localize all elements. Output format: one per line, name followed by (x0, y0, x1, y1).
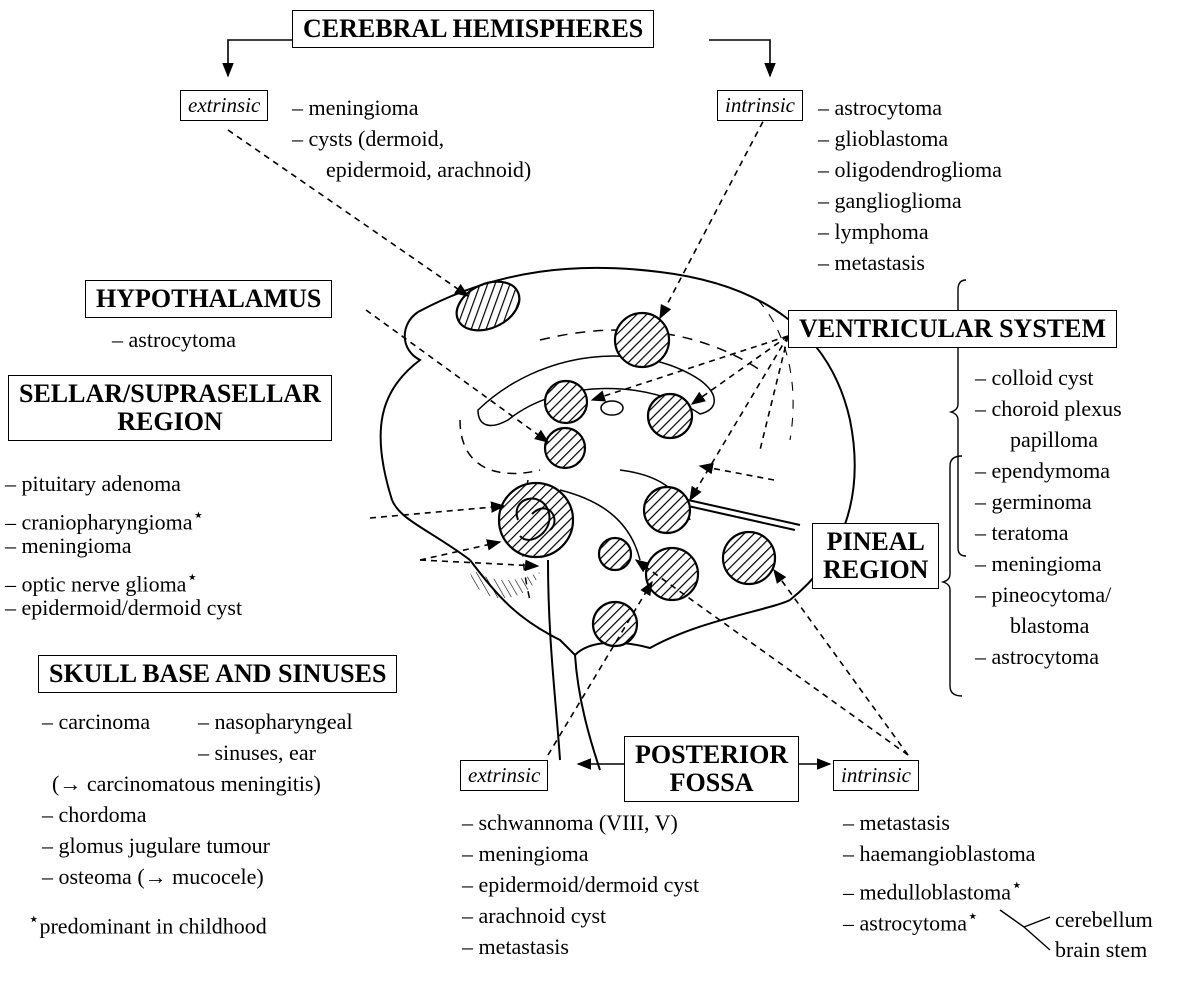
posterior-fossa-title: POSTERIOR FOSSA (624, 736, 800, 803)
list-item: cerebellum (1055, 907, 1153, 932)
sellar-suprasellar-title: SELLAR/SUPRASELLAR REGION (8, 375, 332, 442)
posterior-extrinsic-label: extrinsic (460, 760, 549, 791)
childhood-star-icon: ⋆ (186, 567, 198, 587)
tumour-site-pineal (642, 485, 692, 535)
cerebral-extrinsic-label: extrinsic (180, 90, 269, 121)
list-item: epidermoid, arachnoid) (326, 157, 532, 182)
list-item: brain stem (1055, 937, 1148, 962)
childhood-star-icon: ⋆ (967, 906, 979, 926)
cerebral-branch-connectors (222, 39, 776, 78)
list-item: – cysts (dermoid, (292, 126, 445, 151)
posterior-title-line2: FOSSA (669, 768, 754, 798)
posterior-intrinsic-label: intrinsic (833, 760, 920, 791)
list-item: – ganglioglioma (818, 188, 962, 213)
list-item: – epidermoid/dermoid cyst (5, 595, 243, 620)
pineal-brace (940, 455, 963, 697)
list-item: – carcinoma (42, 709, 151, 734)
pineal-title-line1: PINEAL (826, 527, 925, 556)
list-item: (→ carcinomatous meningitis) (52, 771, 321, 796)
cerebral-intrinsic-label: intrinsic (717, 90, 804, 121)
list-item: – arachnoid cyst (462, 903, 607, 928)
tumour-site-brainstem (591, 600, 639, 648)
list-item: – haemangioblastoma (843, 841, 1036, 866)
list-item: – glioblastoma (818, 126, 949, 151)
list-item: – germinoma (975, 489, 1092, 514)
list-item-text: – optic nerve glioma (5, 571, 187, 597)
tumour-site-fourth-ventricle (644, 546, 700, 602)
childhood-star-icon: ⋆ (192, 505, 205, 525)
pointer-connectors (227, 111, 909, 756)
sellar-title-line1: SELLAR/SUPRASELLAR (19, 379, 321, 408)
sellar-title-line2: REGION (117, 407, 223, 437)
list-item: – astrocytoma⋆ (843, 902, 979, 937)
list-item: – astrocytoma (818, 95, 943, 120)
tumour-site-intrinsic-cerebral (613, 311, 671, 369)
list-item: – nasopharyngeal (198, 709, 353, 734)
tumour-site-ventricle-lateral (646, 392, 694, 440)
tumour-site-extrinsic-cerebral (455, 280, 521, 332)
footnote-text: predominant in childhood (39, 913, 267, 939)
tumour-site-midbrain (597, 536, 633, 572)
list-item: – ependymoma (975, 458, 1111, 483)
list-item: – lymphoma (818, 219, 929, 244)
list-item: – teratoma (975, 520, 1069, 545)
list-item: – oligodendroglioma (818, 157, 1002, 182)
hypothalamus-item: – astrocytoma (112, 327, 237, 352)
list-item: – optic nerve glioma⋆ (5, 563, 198, 598)
posterior-title-line1: POSTERIOR (635, 740, 789, 769)
list-item: – meningioma (292, 95, 419, 120)
cerebral-hemispheres-title: CEREBRAL HEMISPHERES (292, 10, 655, 49)
tumour-site-sellar (497, 481, 575, 559)
list-item: – chordoma (42, 802, 147, 827)
list-item: – meningioma (5, 533, 132, 558)
pineal-region-title: PINEAL REGION (812, 523, 940, 590)
list-item: – epidermoid/dermoid cyst (462, 872, 700, 897)
list-item: – glomus jugulare tumour (42, 833, 270, 858)
list-item-text: – craniopharyngioma (5, 509, 193, 535)
hypothalamus-title: HYPOTHALAMUS (85, 280, 333, 319)
pineal-title-line2: REGION (823, 555, 929, 585)
tumour-site-hypothalamus (543, 426, 587, 470)
list-item: – colloid cyst (975, 365, 1094, 390)
list-item: papilloma (1010, 427, 1098, 452)
tumour-site-cerebellum (721, 530, 777, 586)
sellar-inner-structure (515, 497, 556, 541)
skull-base-shading (470, 568, 540, 599)
list-item: – meningioma (975, 551, 1102, 576)
list-item: – medulloblastoma⋆ (843, 871, 1023, 906)
childhood-star-icon: ⋆ (1011, 875, 1023, 895)
list-item: – schwannoma (VIII, V) (462, 810, 678, 835)
list-item: – metastasis (462, 934, 569, 959)
list-item-text: – astrocytoma (843, 910, 968, 936)
list-item: – craniopharyngioma⋆ (5, 501, 204, 536)
list-item: – astrocytoma (975, 644, 1100, 669)
list-item: – choroid plexus (975, 396, 1122, 421)
list-item: – pineocytoma/ (975, 582, 1112, 607)
list-item: – osteoma (→ mucocele) (42, 864, 264, 889)
list-item-text: – medulloblastoma (843, 879, 1012, 905)
ventricular-system-title: VENTRICULAR SYSTEM (788, 310, 1117, 349)
footnote: ⋆predominant in childhood (28, 905, 267, 940)
list-item: – sinuses, ear (198, 740, 316, 765)
list-item: – metastasis (843, 810, 950, 835)
list-item: blastoma (1010, 613, 1090, 638)
skull-base-title: SKULL BASE AND SINUSES (38, 655, 398, 694)
tumour-sites (455, 280, 777, 648)
childhood-star-icon: ⋆ (28, 909, 40, 929)
list-item: – meningioma (462, 841, 589, 866)
tumour-site-ventricle-anterior (543, 379, 589, 425)
list-item: – metastasis (818, 250, 925, 275)
list-item: – pituitary adenoma (5, 471, 181, 496)
ventricular-brace (948, 279, 967, 557)
astrocytoma-subbranch (999, 909, 1051, 951)
